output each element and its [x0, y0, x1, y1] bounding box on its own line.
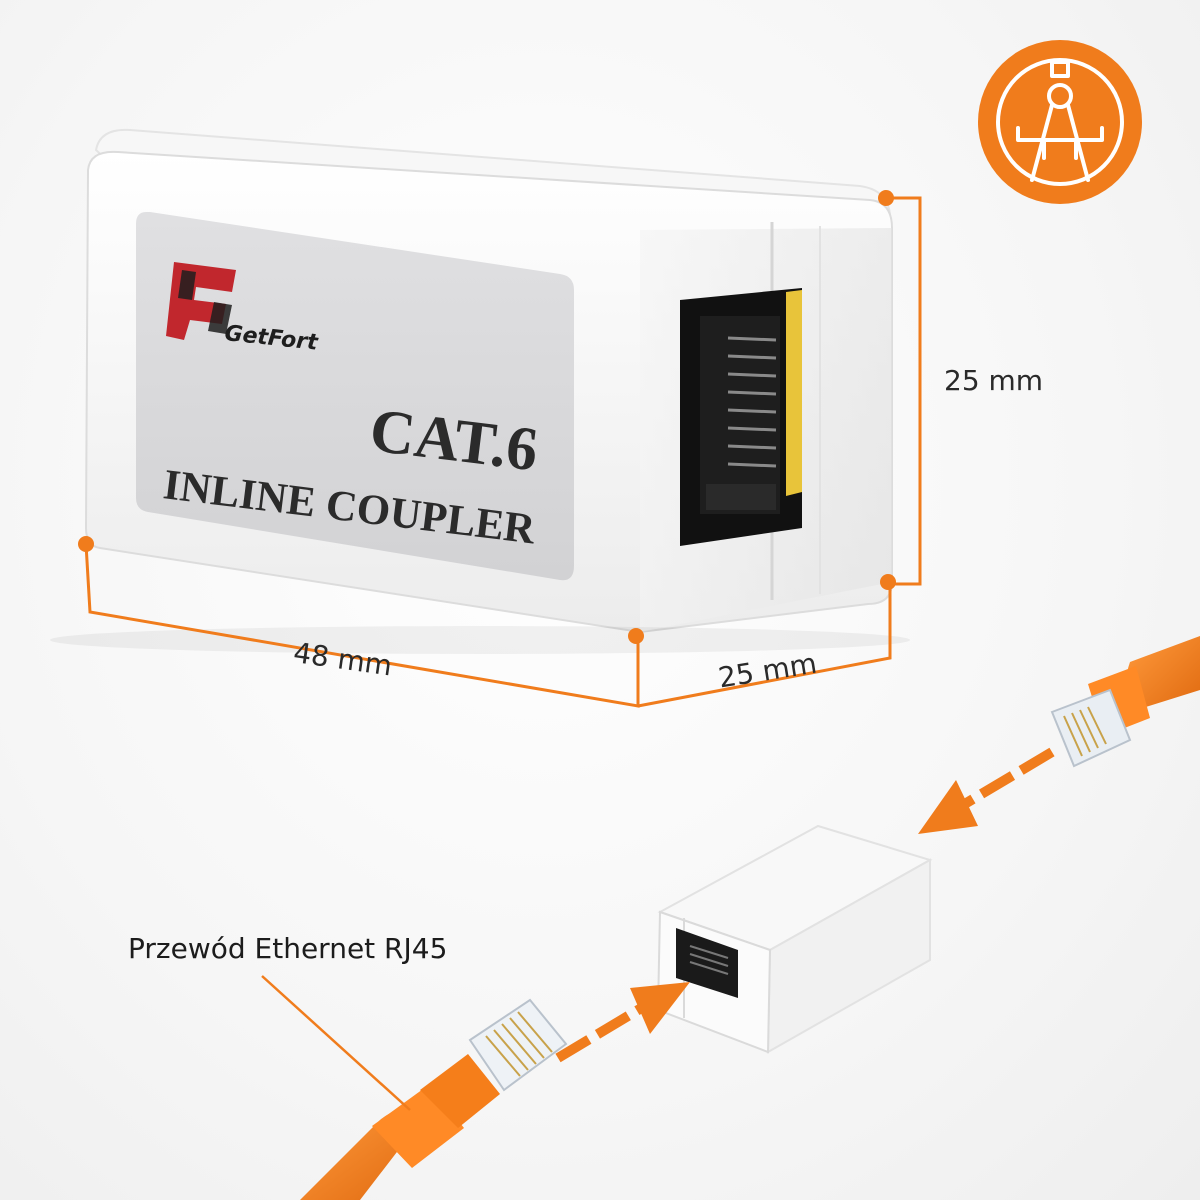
cable-pointer-line: [261, 975, 411, 1111]
cable-annotation-label: Przewód Ethernet RJ45: [128, 932, 448, 965]
rj45-port: [680, 288, 802, 546]
small-coupler: [656, 824, 933, 1054]
cable-upper: [1050, 636, 1200, 768]
arrow-upper: [918, 747, 1055, 834]
compass-icon: [978, 40, 1142, 204]
cable-lower: [300, 998, 568, 1200]
dimension-lines: [84, 196, 922, 708]
height-dimension-label: 25 mm: [944, 364, 1044, 397]
arrow-lower: [555, 982, 690, 1063]
dimension-points: [78, 190, 896, 644]
label-panel: [136, 212, 574, 581]
